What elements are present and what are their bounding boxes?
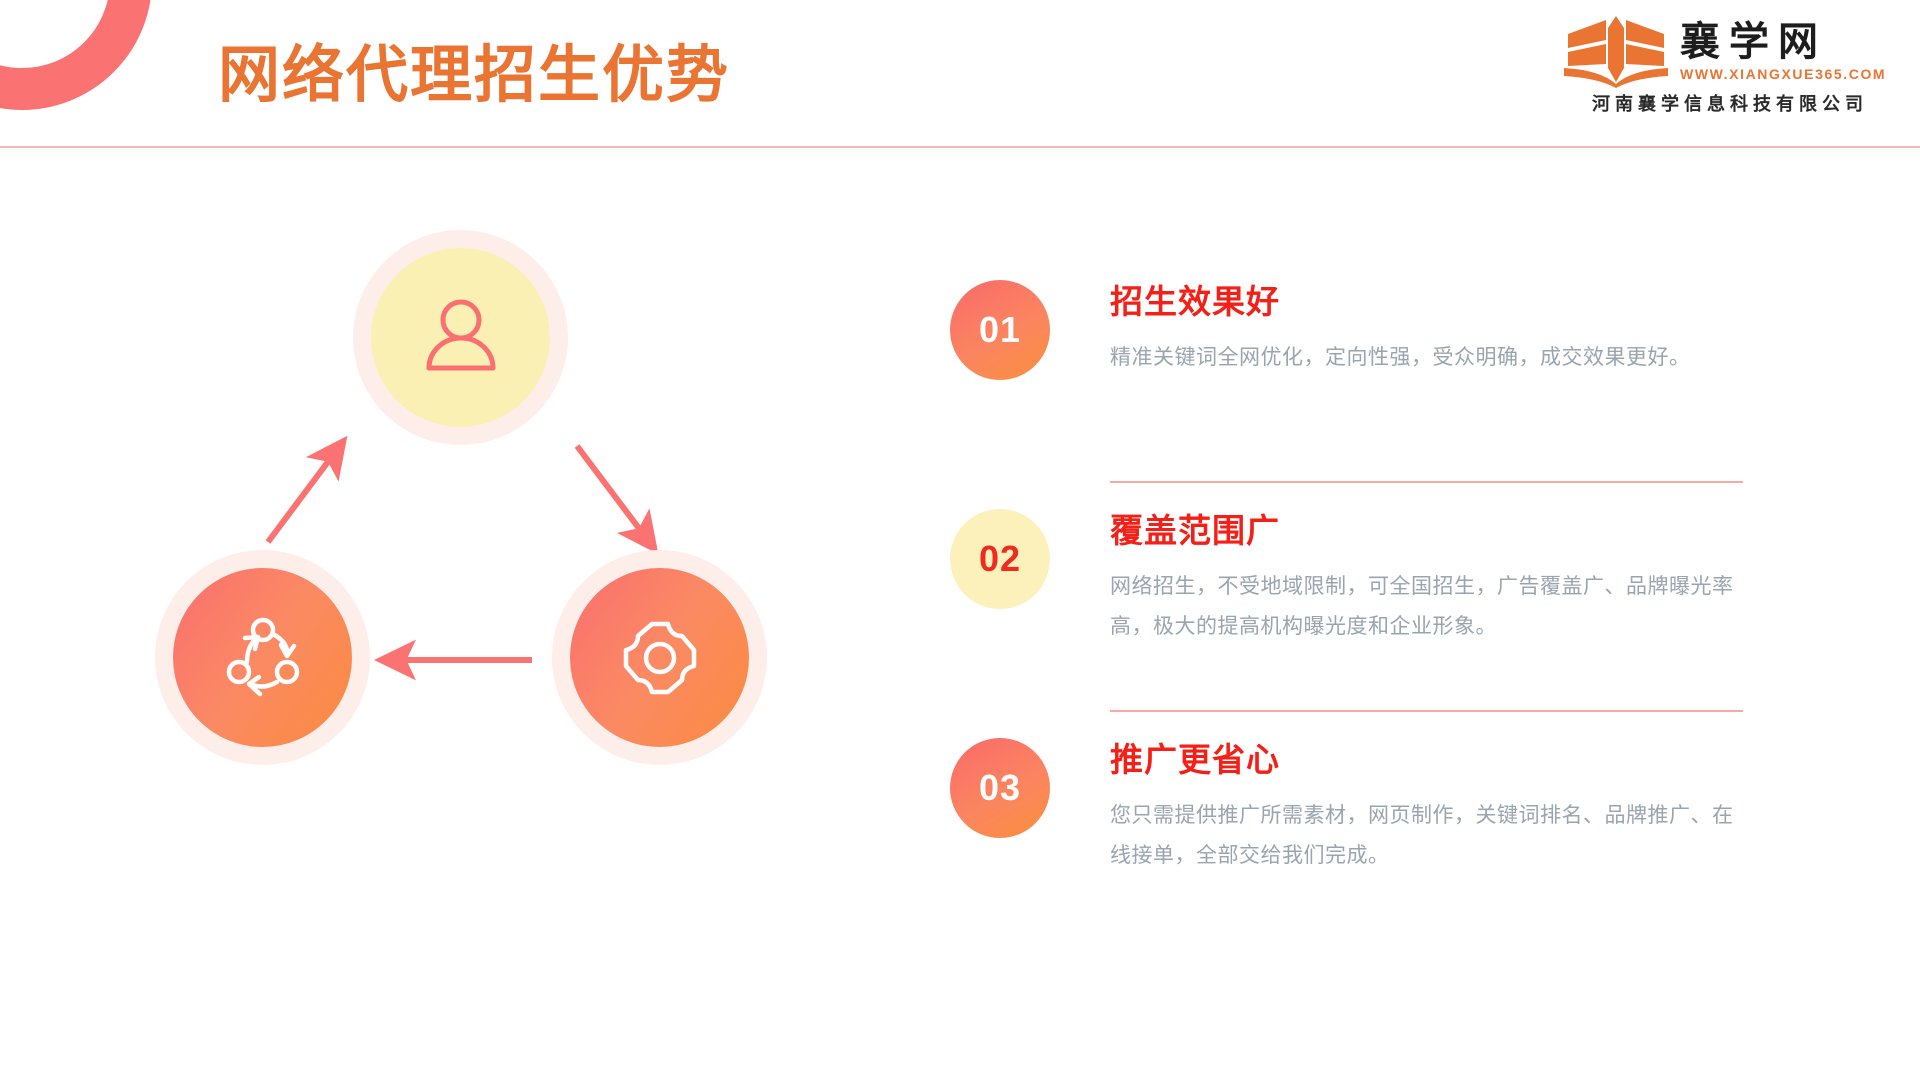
feature-description: 您只需提供推广所需素材，网页制作，关键词排名、品牌推广、在线接单，全部交给我们完… bbox=[1110, 804, 1734, 867]
feature-item: 03 推广更省心 您只需提供推广所需素材，网页制作，关键词排名、品牌推广、在线接… bbox=[950, 738, 1760, 913]
network-share-icon bbox=[226, 617, 299, 696]
open-book-pencil-icon bbox=[1560, 14, 1672, 88]
feature-divider bbox=[1110, 481, 1743, 483]
feature-number-badge: 02 bbox=[950, 509, 1050, 609]
page-title: 网络代理招生优势 bbox=[218, 41, 731, 110]
feature-number-badge: 01 bbox=[950, 280, 1050, 380]
feature-title: 推广更省心 bbox=[1110, 741, 1280, 778]
brand-logo: 襄学网 WWW.XIANGXUE365.COM 河南襄学信息科技有限公司 bbox=[1560, 14, 1900, 132]
logo-company-name: 河南襄学信息科技有限公司 bbox=[1592, 94, 1868, 114]
diagram-node-user[interactable] bbox=[371, 248, 550, 427]
corner-arc-decoration bbox=[0, 0, 152, 110]
cycle-diagram bbox=[120, 220, 880, 920]
diagram-arrows bbox=[265, 435, 659, 681]
logo-name: 襄学网 bbox=[1680, 20, 1827, 64]
feature-item: 01 招生效果好 精准关键词全网优化，定向性强，受众明确，成交效果更好。 bbox=[950, 280, 1760, 455]
feature-divider bbox=[1110, 710, 1743, 712]
logo-url: WWW.XIANGXUE365.COM bbox=[1680, 66, 1887, 82]
feature-description: 精准关键词全网优化，定向性强，受众明确，成交效果更好。 bbox=[1110, 346, 1691, 369]
header-divider bbox=[0, 146, 1920, 148]
feature-item: 02 覆盖范围广 网络招生，不受地域限制，可全国招生，广告覆盖广、品牌曝光率高，… bbox=[950, 509, 1760, 684]
feature-title: 招生效果好 bbox=[1110, 283, 1280, 320]
gear-icon bbox=[623, 621, 696, 694]
feature-list: 01 招生效果好 精准关键词全网优化，定向性强，受众明确，成交效果更好。 02 … bbox=[950, 280, 1760, 913]
user-icon bbox=[426, 299, 495, 370]
feature-number-badge: 03 bbox=[950, 738, 1050, 838]
diagram-node-settings[interactable] bbox=[570, 568, 749, 747]
feature-title: 覆盖范围广 bbox=[1110, 512, 1280, 549]
diagram-node-network[interactable] bbox=[173, 568, 352, 747]
feature-description: 网络招生，不受地域限制，可全国招生，广告覆盖广、品牌曝光率高，极大的提高机构曝光… bbox=[1110, 575, 1734, 638]
